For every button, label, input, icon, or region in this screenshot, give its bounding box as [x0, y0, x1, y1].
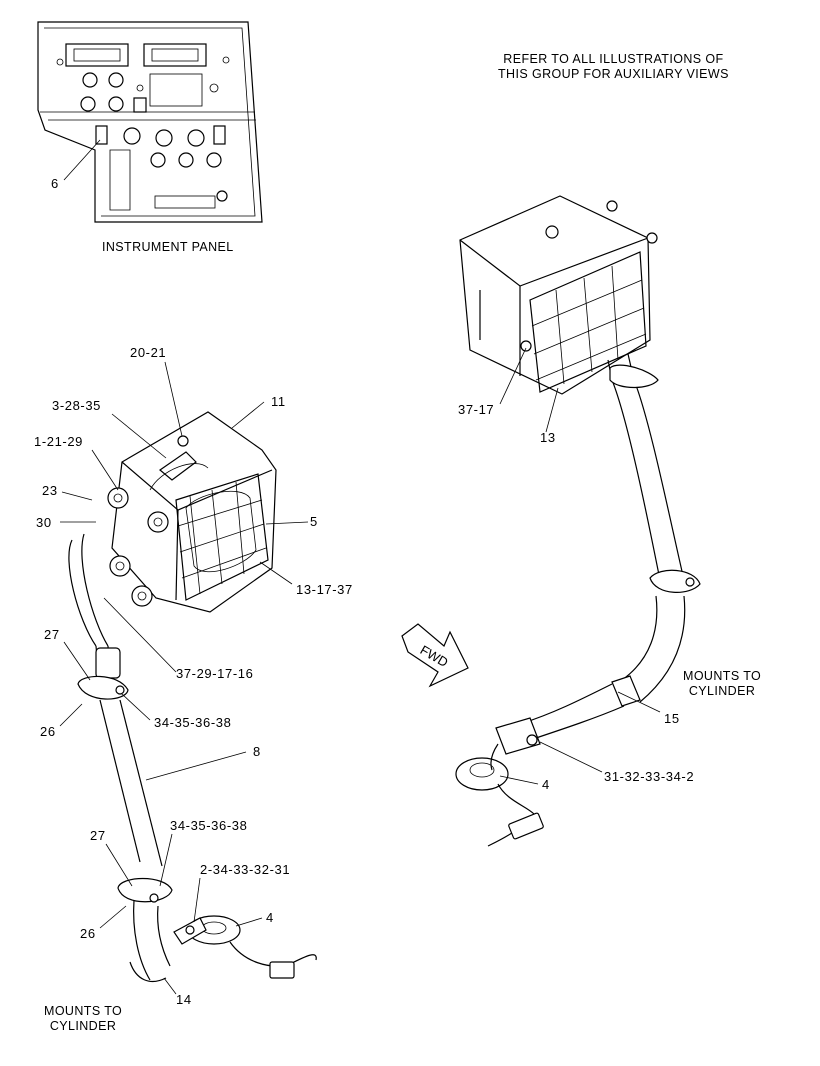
callout-26-upper: 26 — [40, 724, 56, 739]
callout-34-35-36-38-upper: 34-35-36-38 — [154, 715, 232, 730]
callout-20-21: 20-21 — [130, 345, 167, 360]
refer-note-line-1: REFER TO ALL ILLUSTRATIONS OF — [503, 52, 724, 66]
callout-1-21-29: 1-21-29 — [34, 434, 84, 449]
callout-2-34-33-32-31: 2-34-33-32-31 — [200, 862, 291, 877]
callout-27-upper: 27 — [44, 627, 60, 642]
callout-3-28-35: 3-28-35 — [52, 398, 102, 413]
mounts-caption-right-line-2: CYLINDER — [688, 684, 756, 698]
callout-4-right: 4 — [542, 777, 550, 792]
right-assembly-drawing — [455, 195, 701, 847]
callout-27-lower: 27 — [90, 828, 106, 843]
left-assembly-drawing — [68, 411, 317, 983]
callout-23: 23 — [42, 483, 58, 498]
refer-note-line-2: THIS GROUP FOR AUXILIARY VIEWS — [498, 67, 729, 81]
callout-13-17-37: 13-17-37 — [296, 582, 353, 597]
callout-30: 30 — [36, 515, 52, 530]
callout-14: 14 — [176, 992, 192, 1007]
fwd-arrow: FWD — [401, 623, 469, 688]
instrument-panel-drawing — [37, 21, 263, 223]
callout-6: 6 — [51, 176, 59, 191]
callout-4-left: 4 — [266, 910, 274, 925]
callout-37-17: 37-17 — [458, 402, 495, 417]
callout-11: 11 — [271, 394, 286, 409]
refer-note: REFER TO ALL ILLUSTRATIONS OF THIS GROUP… — [498, 52, 729, 82]
mounts-caption-right: MOUNTS TO CYLINDER — [683, 669, 761, 699]
instrument-panel-caption: INSTRUMENT PANEL — [102, 240, 234, 254]
callout-37-29-17-16: 37-29-17-16 — [176, 666, 254, 681]
mounts-caption-right-line-1: MOUNTS TO — [683, 669, 762, 683]
leader-lines — [59, 347, 661, 995]
mounts-caption-left: MOUNTS TO CYLINDER — [44, 1004, 122, 1034]
mounts-caption-left-line-2: CYLINDER — [49, 1019, 117, 1033]
callout-13: 13 — [540, 430, 556, 445]
callout-34-35-36-38-lower: 34-35-36-38 — [170, 818, 248, 833]
callout-8: 8 — [253, 744, 261, 759]
callout-15: 15 — [664, 711, 680, 726]
mounts-caption-left-line-1: MOUNTS TO — [44, 1004, 123, 1018]
callout-31-32-33-34-2: 31-32-33-34-2 — [604, 769, 695, 784]
callout-26-lower: 26 — [80, 926, 96, 941]
callout-5: 5 — [310, 514, 318, 529]
